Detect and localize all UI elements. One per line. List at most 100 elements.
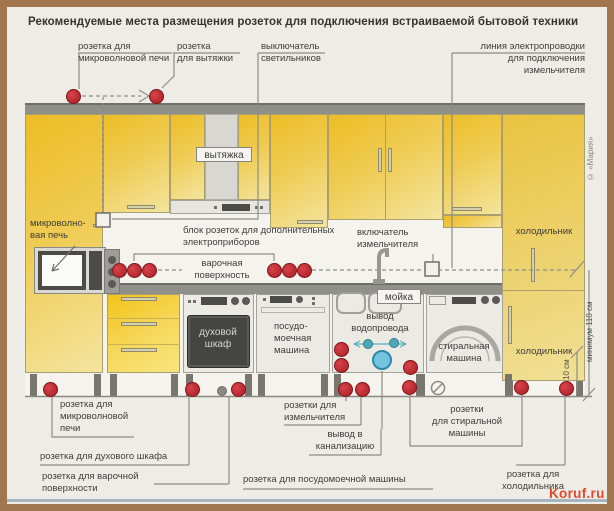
dishwasher-knob [296,296,303,303]
label-fridge-upper: холодильник [515,226,573,237]
socket-marker-block [297,263,312,278]
socket-marker-block [142,263,157,278]
label-socket-block: блок розеток для дополнительных электроп… [183,225,335,248]
upper-cabinet-1-handle [127,205,155,209]
cabinet-leg [258,374,265,396]
label-grinder-sockets: розетки для измельчителя [284,400,346,423]
oven-knob [242,297,250,305]
drawer-handle [121,348,157,352]
label-hood-socket: розетка для вытяжки [177,41,234,64]
label-washer-sockets: розетки для стиральной машины [431,404,503,439]
socket-marker-hob [231,382,246,397]
label-fridge-socket: розетка для холодильника [502,469,564,492]
fridge-leg [576,381,583,396]
upper-cabinet-3-band [443,215,502,228]
dimension-min-height: минимум 110 см [585,301,594,363]
label-water-outlet: вывод водопровода [351,311,409,334]
upper-cabinet-3-handle [452,207,482,211]
label-hob-socket: розетка для варочной поверхности [42,471,139,494]
drain-outlet-marker [372,350,392,370]
upper-cabinet-3 [443,114,502,215]
drawer-divider [107,344,180,345]
label-dishwasher: посудо- моечная машина [274,321,312,356]
label-hob: варочная поверхность [194,258,250,281]
water-outlet-marker [389,338,399,348]
label-microwave-socket-top: розетка для микроволновой печи [78,41,170,64]
socket-marker-block [267,263,282,278]
tall-cabinet-left [25,114,103,373]
label-sink: мойка [377,289,421,304]
fridge-cabinet [502,114,585,381]
socket-marker-microwave-top [66,89,81,104]
watermark: Koruf.ru [549,486,605,501]
socket-marker-block [127,263,142,278]
microwave-control-panel [89,251,102,290]
socket-marker-grinder [334,342,349,357]
drawer-unit [107,294,180,373]
cabinet-leg [110,374,117,396]
cabinet-leg [334,374,341,396]
microwave-knob [108,280,116,288]
socket-marker-grinder [338,382,353,397]
hood-button [214,206,217,209]
dishwasher-button [312,297,315,300]
microwave-door [38,251,86,290]
dishwasher-handle-groove [261,307,325,313]
socket-marker-grinder [334,358,349,373]
cabinet-leg [30,374,37,396]
fridge-door-split [502,290,585,291]
drawer-divider [107,318,180,319]
label-washer: стиральная машина [438,341,490,364]
washer-knob [492,296,500,304]
oven-knob [231,297,239,305]
label-oven-socket: розетка для духового шкафа [40,451,168,462]
socket-marker-block [282,263,297,278]
socket-marker-hood [149,89,164,104]
socket-marker-dishwasher [403,360,418,375]
fridge-handle-lower [508,306,512,344]
upper-cabinet-2 [270,114,328,228]
dishwasher-button [312,302,315,305]
label-hood: вытяжка [196,147,252,162]
washer-knob [481,296,489,304]
label-light-switch: выключатель светильников [261,41,321,64]
cabinet-leg [418,374,425,396]
label-microwave: микроволно- вая печь [30,218,86,241]
washer-detergent-drawer [429,296,446,305]
fridge-handle-upper [531,248,535,282]
oven-display [201,297,227,305]
cabinet-leg [245,374,252,396]
socket-marker-microwave-bottom [43,382,58,397]
fridge-leg [506,381,513,396]
oven-door [187,315,250,368]
hood-control-panel [222,204,250,211]
drawer-handle [121,322,157,326]
upper-cabinet-1 [103,114,170,213]
drawer-handle [121,297,157,301]
sink-bowl [336,292,366,314]
double-cabinet-handle-right [388,148,392,172]
hood-button [260,206,263,209]
socket-marker-oven [185,382,200,397]
double-cabinet-handle-left [378,148,382,172]
soffit [25,103,585,114]
cabinet-leg [171,374,178,396]
cabinet-leg [94,374,101,396]
label-grinder-switch: включатель измельчителя [357,227,419,250]
dishwasher-button [263,298,266,301]
frame-inner-edge [7,499,607,502]
socket-marker-washer [514,380,529,395]
washer-display [452,297,476,304]
water-outlet-marker [363,339,373,349]
socket-marker-block [112,263,127,278]
oven-button [193,300,196,303]
cabinet-door-split [385,114,386,220]
label-fridge-lower: холодильник [515,346,573,357]
dishwasher-display [270,296,292,303]
upper-cabinet-2-handle [297,220,323,224]
page-title: Рекомендуемые места размещения розеток д… [28,16,579,28]
label-oven: духовой шкаф [199,327,237,350]
label-microwave-socket-bottom: розетка для микроволновой печи [60,399,129,434]
cabinet-leg [321,374,328,396]
